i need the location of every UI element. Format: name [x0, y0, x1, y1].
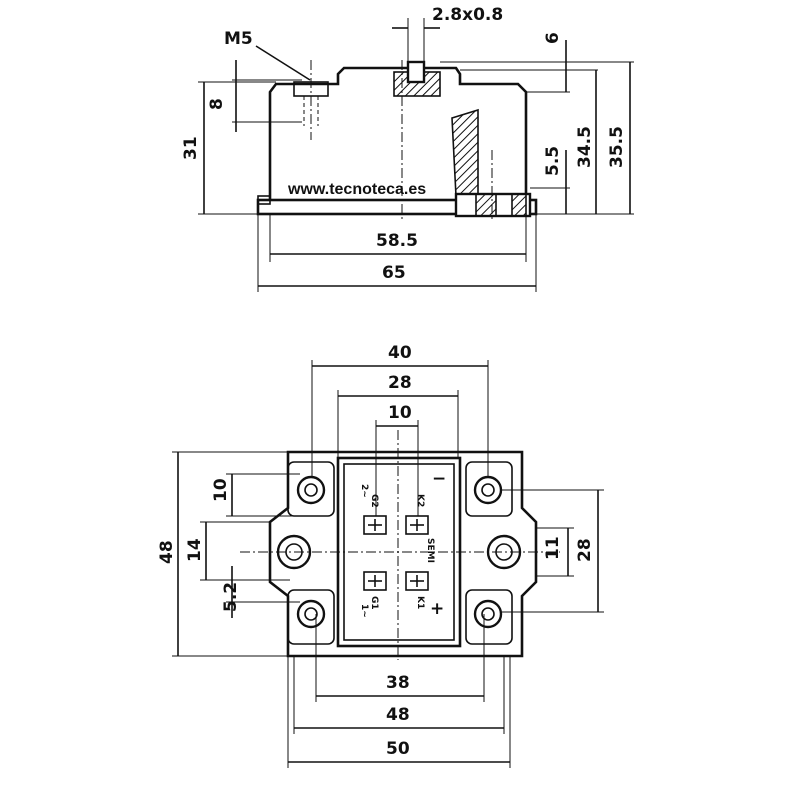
label-minus: −: [432, 469, 446, 489]
label-58-5: 58.5: [376, 231, 418, 251]
top-view: 2~ G2 K2 1~ G1 K1 SEMI + − 40 28 10 48 1…: [157, 343, 604, 768]
label-g1: G1: [369, 596, 379, 610]
label-semi: SEMI: [425, 538, 435, 563]
screw-terminal-tr: [473, 475, 503, 505]
housing-outline: [268, 66, 528, 200]
screw-terminal-bl: [296, 599, 326, 629]
label-g2: G2: [369, 494, 379, 508]
corner-block-bl: [287, 589, 335, 645]
label-35-5: 35.5: [607, 126, 627, 168]
label-34-5: 34.5: [575, 126, 595, 168]
label-10-left: 10: [211, 478, 231, 502]
label-40: 40: [388, 343, 412, 363]
label-k1: K1: [415, 596, 425, 609]
label-65: 65: [382, 263, 406, 283]
corner-block-tr: [465, 461, 513, 517]
label-10-top: 10: [388, 403, 412, 423]
label-6: 6: [543, 32, 563, 44]
faston-g1: [363, 571, 387, 591]
label-1-ac: 1~: [359, 604, 369, 618]
corner-block-tl: [287, 461, 335, 517]
watermark: www.tecnoteca.es: [287, 181, 426, 198]
faston-g2: [363, 515, 387, 535]
label-11: 11: [543, 536, 563, 560]
bushing-hatch-left: [475, 193, 497, 217]
corner-block-br: [465, 589, 513, 645]
label-5-2: 5.2: [221, 582, 241, 612]
label-m5: M5: [224, 29, 253, 49]
label-50: 50: [386, 739, 410, 759]
label-plus: +: [430, 599, 444, 619]
label-48-left: 48: [157, 540, 177, 564]
label-48-bottom: 48: [386, 705, 410, 725]
faston-k2: [405, 515, 429, 535]
label-2-ac: 2~: [359, 484, 369, 498]
label-5-5: 5.5: [543, 146, 563, 176]
label-31: 31: [181, 136, 201, 160]
screw-terminal-tl: [296, 475, 326, 505]
screw-terminal-br: [473, 599, 503, 629]
label-38: 38: [386, 673, 410, 693]
label-14: 14: [185, 538, 205, 562]
faston-k1: [405, 571, 429, 591]
base-plate: [256, 198, 538, 216]
label-8: 8: [207, 98, 227, 110]
tab-pin: [406, 60, 426, 84]
cutaway-section: [451, 108, 479, 197]
label-28-top: 28: [388, 373, 412, 393]
label-k2: K2: [415, 494, 425, 507]
label-28-right: 28: [575, 538, 595, 562]
label-tab-size: 2.8x0.8: [432, 5, 503, 25]
bushing-hatch-right: [511, 193, 527, 217]
side-view: M5 2.8x0.8 8 31 6 5.5 34.5 35.5: [181, 5, 634, 292]
